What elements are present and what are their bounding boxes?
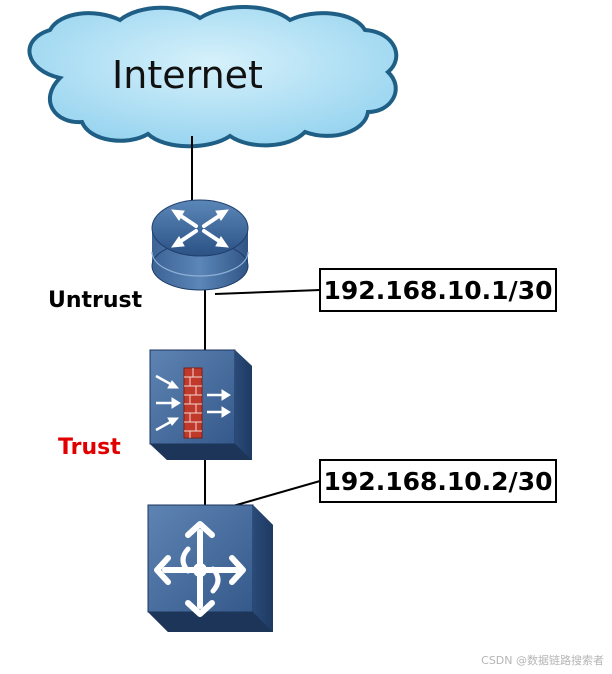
switch-icon xyxy=(147,504,273,632)
firewall-ip-box: 192.168.10.2/30 xyxy=(319,459,557,503)
internet-cloud xyxy=(27,4,399,149)
watermark: CSDN @数据链路搜索者 xyxy=(481,654,604,667)
untrust-zone-label: Untrust xyxy=(48,288,143,313)
trust-zone-label: Trust xyxy=(58,435,121,460)
internet-label: Internet xyxy=(112,53,263,97)
router-icon xyxy=(151,199,249,291)
router-ip-box: 192.168.10.1/30 xyxy=(319,268,557,312)
firewall-icon xyxy=(149,349,252,460)
callout-router-ip xyxy=(214,289,321,295)
